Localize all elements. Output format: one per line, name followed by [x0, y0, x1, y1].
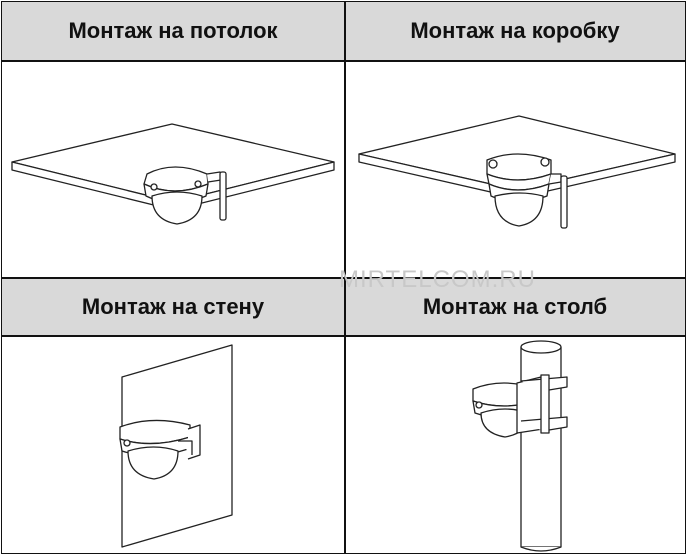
header-ceiling-title: Монтаж на потолок	[68, 18, 278, 43]
header-box-title: Монтаж на коробку	[410, 18, 620, 43]
box-mount-illustration	[358, 115, 676, 229]
header-wall-mount: Монтаж на стену	[2, 278, 344, 335]
row-divider-3	[2, 335, 685, 337]
wall-mount-illustration	[119, 344, 233, 548]
pole-mount-illustration	[472, 340, 568, 552]
header-pole-mount: Монтаж на столб	[345, 278, 685, 335]
header-pole-title: Монтаж на столб	[422, 293, 608, 319]
header-box-mount: Монтаж на коробку	[345, 2, 685, 60]
ceiling-mount-illustration	[11, 123, 335, 225]
row-divider-1	[2, 60, 685, 62]
watermark: MIRTELCOM.RU	[339, 266, 536, 293]
row-divider-2	[2, 277, 685, 279]
header-wall-title: Монтаж на стену	[81, 293, 265, 319]
header-ceiling-mount: Монтаж на потолок	[2, 2, 344, 60]
